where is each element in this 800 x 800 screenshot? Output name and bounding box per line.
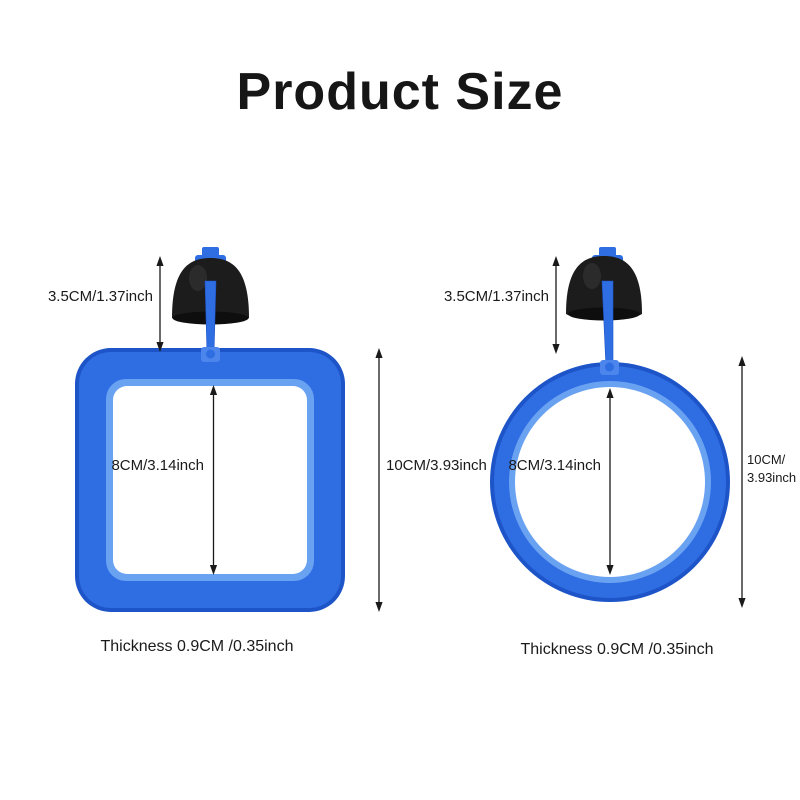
suction-stem-right bbox=[601, 280, 614, 369]
round-ring-measurements: 3.5CM/1.37inch 8CM/3.14inch 10CM/ 3.93in… bbox=[444, 256, 796, 658]
arrow-cap bbox=[738, 598, 746, 608]
outer-size-label-right-line2: 3.93inch bbox=[747, 470, 796, 485]
inner-size-label-left: 8CM/3.14inch bbox=[111, 457, 204, 474]
arrow-cap bbox=[156, 342, 164, 352]
arrow-cap bbox=[375, 602, 383, 612]
inner-size-label-right: 8CM/3.14inch bbox=[508, 457, 601, 474]
arrow-cap bbox=[375, 348, 383, 358]
arrow-cap bbox=[606, 565, 614, 575]
outer-size-label-left: 10CM/3.93inch bbox=[386, 457, 487, 474]
measure-suction-right bbox=[552, 256, 560, 354]
suction-stem-left bbox=[204, 280, 217, 355]
measure-outer-right bbox=[738, 356, 746, 608]
arrow-cap bbox=[156, 256, 164, 266]
measure-inner-left bbox=[209, 385, 218, 575]
arrow-cap bbox=[738, 356, 746, 366]
suction-cup-highlight-left bbox=[189, 265, 207, 291]
arrow-cap bbox=[552, 344, 560, 354]
thickness-label-right: Thickness 0.9CM /0.35inch bbox=[521, 641, 714, 658]
page-title: Product Size bbox=[236, 63, 564, 121]
measure-outer-left bbox=[375, 348, 383, 612]
measure-suction-left bbox=[156, 256, 164, 352]
suction-height-label-right: 3.5CM/1.37inch bbox=[444, 288, 549, 305]
square-ring-figure bbox=[75, 247, 345, 612]
square-ring-hinge-pin bbox=[206, 349, 215, 359]
suction-cup-highlight-right bbox=[583, 263, 601, 289]
suction-height-label-left: 3.5CM/1.37inch bbox=[48, 288, 153, 305]
arrow-cap bbox=[606, 388, 614, 398]
round-ring-hinge-pin bbox=[605, 362, 614, 372]
measure-inner-right bbox=[606, 388, 614, 575]
arrow-cap bbox=[552, 256, 560, 266]
arrow-cap bbox=[209, 385, 218, 395]
arrow-cap bbox=[209, 565, 218, 575]
outer-size-label-right-line1: 10CM/ bbox=[747, 452, 786, 467]
thickness-label-left: Thickness 0.9CM /0.35inch bbox=[101, 638, 294, 655]
square-ring-measurements: 3.5CM/1.37inch 8CM/3.14inch 10CM/3.93inc… bbox=[48, 256, 487, 655]
square-ring-hole bbox=[113, 386, 307, 574]
